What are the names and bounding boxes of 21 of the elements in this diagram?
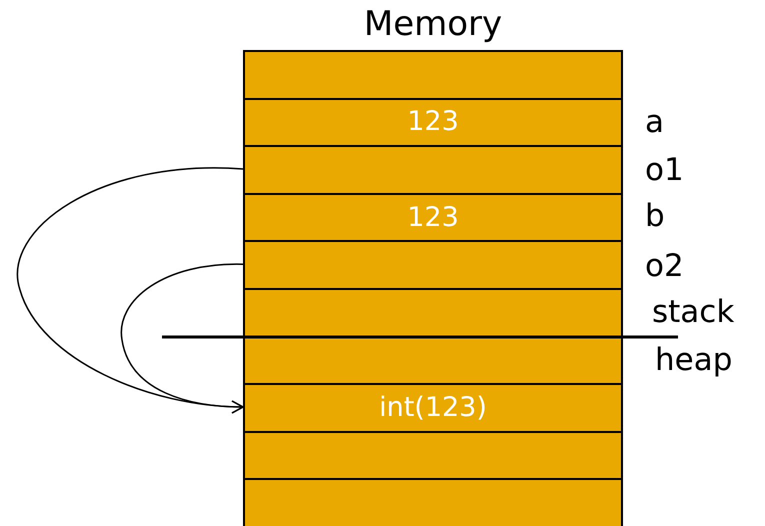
variable-label: o2 <box>645 248 684 284</box>
memory-cell <box>243 383 623 431</box>
variable-label: b <box>645 198 665 234</box>
memory-cell <box>243 98 623 146</box>
memory-cell <box>243 145 623 193</box>
cell-value: 123 <box>407 106 459 138</box>
memory-cell <box>243 430 623 478</box>
memory-cell <box>243 288 623 336</box>
arrow <box>120 263 244 414</box>
variable-label: a <box>645 104 664 140</box>
cell-value: 123 <box>407 202 459 234</box>
memory-cell <box>243 192 623 240</box>
variable-label: heap <box>655 342 732 378</box>
memory-cell <box>243 240 623 288</box>
memory-cell <box>243 336 623 384</box>
memory-cell <box>243 478 623 526</box>
title: Memory <box>362 4 504 44</box>
variable-label: o1 <box>645 152 684 188</box>
variable-label: stack <box>652 294 734 330</box>
cell-value: int(123) <box>379 392 487 424</box>
memory-cell <box>243 50 623 98</box>
